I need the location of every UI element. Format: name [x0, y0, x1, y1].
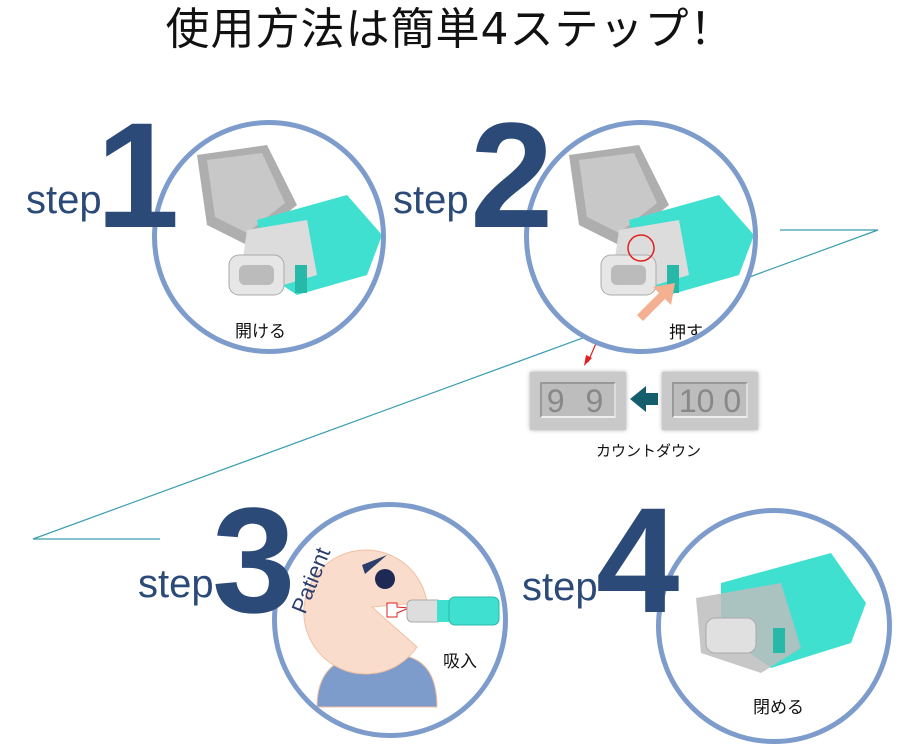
counter-after: 9 9 [530, 372, 626, 430]
inhaler-open-illustration [197, 145, 381, 296]
press-arrow-icon [637, 283, 675, 321]
step-number-1: 1 [96, 91, 180, 259]
inhaler-closed-illustration [696, 553, 866, 673]
patient-inhaling-illustration: Patient [286, 544, 500, 708]
step-number-2: 2 [470, 91, 554, 259]
step-label-2: step [393, 178, 469, 222]
countdown-caption: カウントダウン [596, 442, 702, 460]
counter-highlight-circle [627, 234, 655, 262]
step-3-caption: 吸入 [443, 652, 477, 672]
step-1-caption: 開ける [235, 322, 286, 342]
step-number-4: 4 [596, 476, 680, 644]
step-1-circle: 開ける [152, 120, 386, 354]
step-2-caption: 押す [669, 323, 703, 343]
counter-after-value: 9 9 [540, 382, 616, 418]
step-4-caption: 閉める [753, 698, 804, 718]
step-label-1: step [26, 178, 102, 222]
step-2-circle: 押す [524, 120, 758, 354]
page-title: 使用方法は簡単4ステップ！ [165, 4, 735, 55]
step-3-circle: Patient 吸入 [272, 502, 508, 738]
counter-before-value: 10 0 [672, 382, 748, 418]
inhaler-press-illustration [569, 145, 753, 321]
step-4-circle: 閉める [656, 508, 892, 744]
step-label-4: step [522, 565, 598, 609]
step-number-3: 3 [212, 476, 296, 644]
step-label-3: step [138, 562, 214, 606]
counter-before: 10 0 [662, 372, 758, 430]
